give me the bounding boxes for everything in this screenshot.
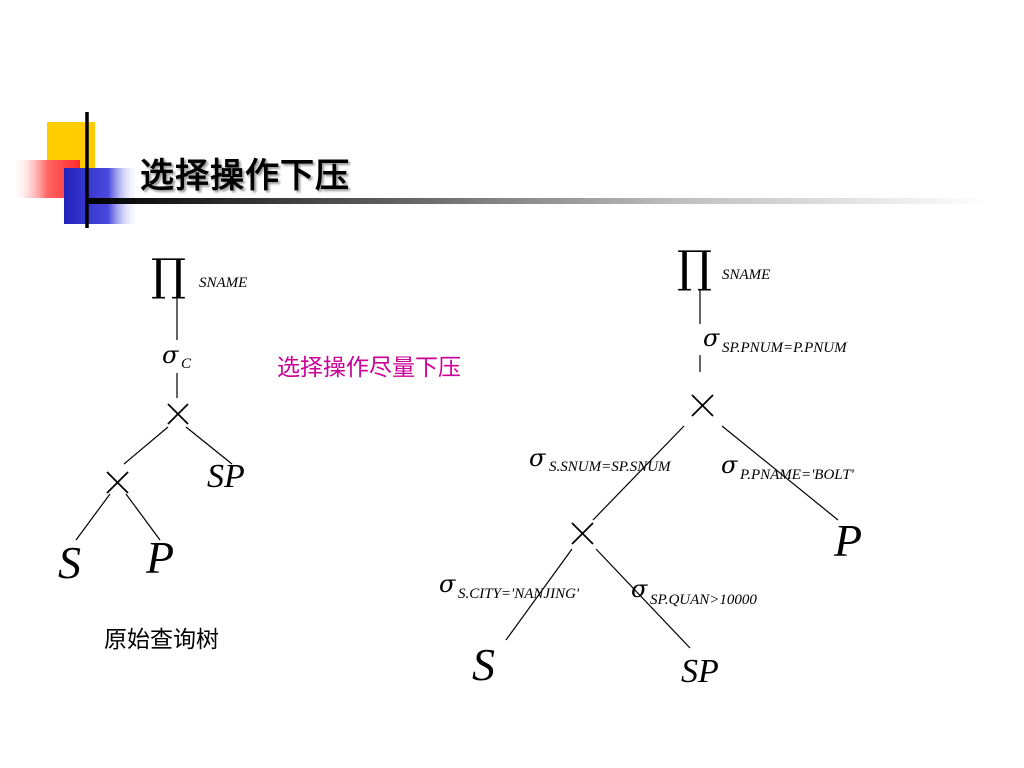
left-tree-edges [75, 295, 233, 541]
left-leaf-sp: SP [207, 458, 245, 495]
right-inner-selection-node: σ S.SNUM=SP.SNUM [529, 444, 672, 475]
left-projection-node: ∏ SNAME [151, 250, 247, 301]
right-s-selection-node: σ S.CITY='NANJING' [439, 570, 580, 602]
left-edge-product-sp [185, 426, 233, 465]
right-sp-selection-node: σ SP.QUAN>10000 [631, 575, 757, 608]
right-leaf-p: P [833, 515, 862, 566]
right-join-selection-subscript: SP.PNUM=P.PNUM [722, 340, 848, 356]
left-leaf-s: S [58, 537, 81, 588]
right-s-selection-symbol: σ [439, 570, 456, 598]
left-product-top [167, 403, 189, 425]
left-edge-product-inner [123, 426, 169, 465]
right-tree-edges [505, 290, 839, 649]
right-projection-node: ∏ SNAME [677, 242, 770, 293]
logo-blue-square [64, 168, 138, 224]
slide-title: 选择操作下压 [140, 156, 350, 196]
right-edge-inner-sp [595, 548, 691, 649]
right-inner-selection-symbol: σ [529, 444, 546, 472]
left-edge-inner-p [125, 493, 161, 541]
right-p-selection-node: σ P.PNAME='BOLT' [721, 451, 855, 483]
left-projection-subscript: SNAME [199, 275, 247, 291]
left-projection-symbol: ∏ [151, 250, 186, 301]
right-leaf-sp: SP [681, 653, 719, 690]
left-leaf-p: P [145, 532, 174, 583]
right-p-selection-symbol: σ [721, 451, 738, 479]
left-selection-symbol: σ [162, 341, 179, 369]
right-product-top [691, 394, 714, 417]
right-projection-symbol: ∏ [677, 242, 712, 293]
right-edge-inner-s [505, 548, 573, 641]
right-sp-selection-subscript: SP.QUAN>10000 [650, 592, 757, 608]
left-product-inner [106, 471, 129, 494]
right-join-selection-node: σ SP.PNUM=P.PNUM [703, 324, 848, 356]
right-inner-selection-subscript: S.SNUM=SP.SNUM [549, 459, 672, 475]
right-edge-product-inner [592, 425, 685, 521]
right-s-selection-subscript: S.CITY='NANJING' [458, 586, 580, 602]
left-selection-node: σ C [162, 341, 192, 372]
left-selection-subscript: C [181, 356, 192, 372]
right-projection-subscript: SNAME [722, 267, 770, 283]
left-edge-inner-s [75, 493, 111, 541]
push-down-note: 选择操作尽量下压 [277, 355, 461, 381]
title-underline [88, 198, 988, 204]
right-p-selection-subscript: P.PNAME='BOLT' [739, 467, 855, 483]
right-edge-product-p [721, 425, 839, 521]
right-product-inner [571, 522, 594, 545]
right-leaf-s: S [472, 639, 495, 690]
right-join-selection-symbol: σ [703, 324, 720, 352]
original-tree-caption: 原始查询树 [104, 627, 219, 653]
right-sp-selection-symbol: σ [631, 575, 648, 603]
title-logo-decoration [14, 112, 138, 228]
